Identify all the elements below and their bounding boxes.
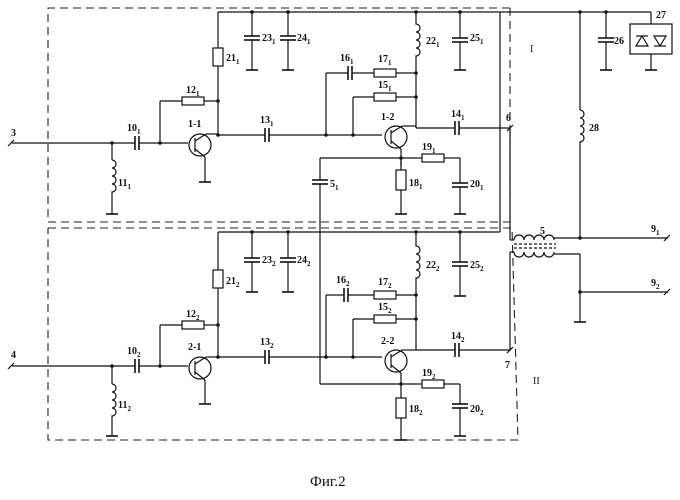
label-c20-2: 202 [470,404,484,417]
inductor-22-2 [416,232,420,350]
label-c23-2: 232 [262,255,276,268]
resistor-21-2 [213,270,223,288]
label-c16-2: 162 [336,275,350,288]
label-c16-1: 161 [340,53,354,66]
label-out-9-2: 92 [651,278,660,291]
label-c13-1: 131 [260,115,274,128]
label-terminal-7: 7 [505,360,510,371]
label-r19-2: 192 [422,368,436,381]
diode-pair-27 [630,24,672,54]
block-outline-upper [48,8,510,222]
label-r19-1: 191 [422,142,436,155]
label-cap-26: 26 [614,36,624,47]
label-l11-1: 111 [118,178,131,191]
inductor-28 [580,110,584,238]
label-c24-2: 242 [297,255,311,268]
label-c10-2: 102 [127,346,141,359]
label-r12-1: 121 [186,85,200,98]
resistor-15-1 [374,93,396,101]
resistor-18-1 [396,170,406,190]
label-c20-1: 201 [470,179,484,192]
label-inductor-28: 28 [589,123,599,134]
label-t-2-2: 2-2 [381,336,394,347]
label-out-9-1: 91 [651,224,660,237]
resistor-12-2 [182,321,204,329]
output-section [500,10,672,350]
label-l22-1: 221 [426,36,440,49]
resistor-19-1 [422,154,444,162]
label-c25-1: 251 [470,33,484,46]
label-c24-1: 241 [297,33,311,46]
label-l22-2: 222 [426,260,440,273]
label-t-2-1: 2-1 [188,342,201,353]
label-l11-2: 112 [118,400,131,413]
label-c14-2: 142 [451,331,465,344]
label-c23-1: 231 [262,33,276,46]
label-diodes-27: 27 [656,10,666,21]
resistor-15-2 [374,315,396,323]
label-r15-2: 152 [378,302,392,315]
transformer-primary [514,235,554,240]
terminal-markers [8,125,670,369]
label-r18-2: 182 [409,404,423,417]
label-c5-1: 51 [330,179,339,192]
label-r21-2: 212 [226,276,240,289]
figure-caption: Фиг.2 [310,474,346,490]
inductor-11-1 [112,160,116,214]
label-terminal-4: 4 [11,350,16,361]
stage-upper [12,10,630,384]
label-c13-2: 132 [260,337,274,350]
block-label-upper: I [530,44,533,55]
label-r15-1: 151 [378,80,392,93]
resistor-12-1 [182,97,204,105]
label-r17-1: 171 [378,54,392,67]
label-t-1-1: 1-1 [188,119,201,130]
resistor-17-1 [374,69,396,77]
resistor-19-2 [422,380,444,388]
label-c14-1: 141 [451,109,465,122]
label-r18-1: 181 [409,178,423,191]
label-r21-1: 211 [226,53,240,66]
label-r12-2: 122 [186,309,200,322]
label-c25-2: 252 [470,260,484,273]
diode-icon [636,36,648,46]
resistor-17-2 [374,291,396,299]
label-transformer-5: 5 [540,226,545,237]
block-label-lower: II [533,376,540,387]
label-c10-1: 101 [127,123,141,136]
diode-icon [654,36,666,46]
label-terminal-6: 6 [506,113,511,124]
label-t-1-2: 1-2 [381,112,394,123]
inductor-11-2 [112,384,116,436]
transformer-secondary [514,252,554,257]
label-r17-2: 172 [378,277,392,290]
label-terminal-3: 3 [11,128,16,139]
resistor-18-2 [396,398,406,418]
resistor-21-1 [213,48,223,66]
inductor-22-1 [416,12,420,128]
